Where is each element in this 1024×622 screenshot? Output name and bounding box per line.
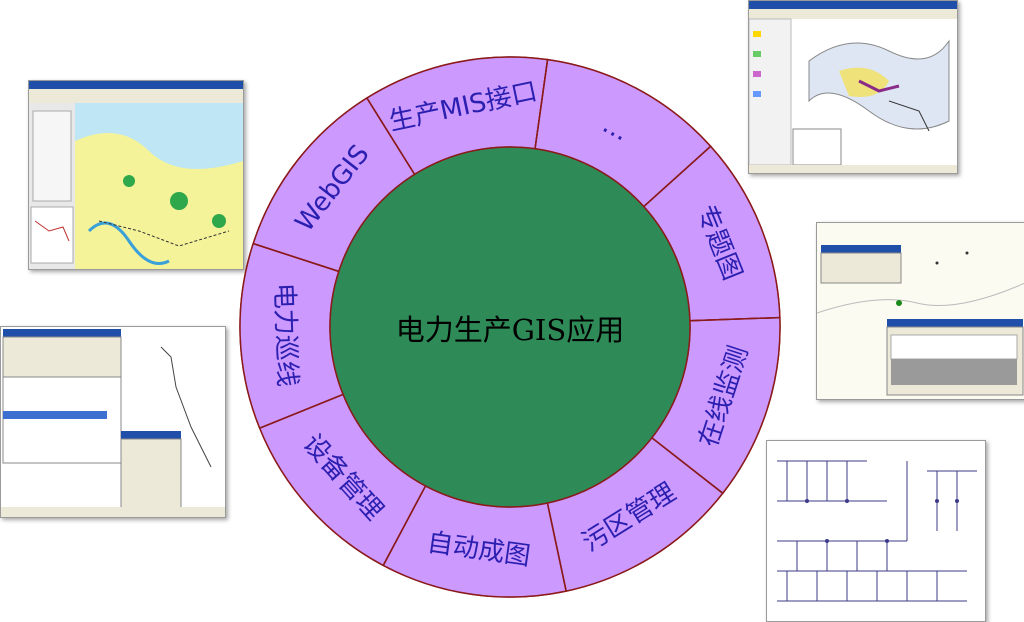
segment-divider xyxy=(651,437,724,494)
monitoring-map-screenshot xyxy=(816,222,1024,400)
wiring-diagram-screenshot xyxy=(766,440,986,622)
center-title: 电力生产GIS应用 xyxy=(396,313,625,347)
segment-divider xyxy=(259,393,344,429)
segment-divider xyxy=(689,316,780,322)
gis-map-screenshot-top-left xyxy=(28,80,244,270)
gis-region-map-screenshot xyxy=(748,0,958,174)
segment-divider xyxy=(534,59,549,149)
segment-divider xyxy=(546,502,567,592)
segment-divider xyxy=(366,97,416,175)
segment-divider xyxy=(382,485,427,566)
segment-label: 电力巡线 xyxy=(268,282,302,387)
center-circle xyxy=(329,146,691,508)
segment-divider xyxy=(252,242,340,273)
segment-divider xyxy=(643,145,712,208)
device-query-screenshot xyxy=(0,326,226,518)
